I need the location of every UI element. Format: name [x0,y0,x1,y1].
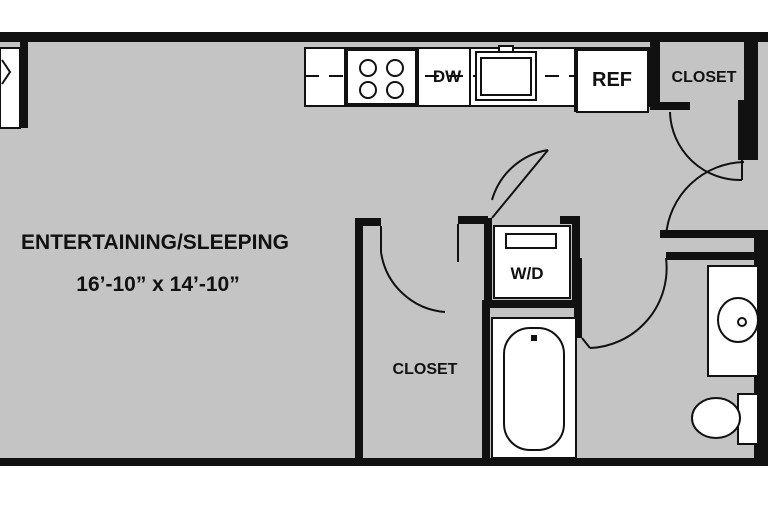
washer-dryer [493,225,571,299]
main-closet-walls [355,218,490,460]
bathtub-icon [491,317,577,459]
living-room-dimensions: 16’-10” x 14’-10” [76,273,239,296]
door-swing-icon [380,111,745,349]
left-window-frame [0,47,21,129]
sink-icon [475,45,537,101]
lavatory-icon [707,265,759,377]
bathroom-walls [574,230,768,338]
toilet-icon [691,393,759,445]
entry-closet-label: CLOSET [672,69,737,86]
refrigerator-label: REF [592,69,632,91]
stove-icon [346,49,417,105]
refrigerator [576,49,649,113]
dishwasher-label: DW [433,67,462,86]
washer-dryer-label: W/D [510,264,543,283]
living-room-name: ENTERTAINING/SLEEPING [21,231,289,254]
main-closet-label: CLOSET [393,361,458,378]
